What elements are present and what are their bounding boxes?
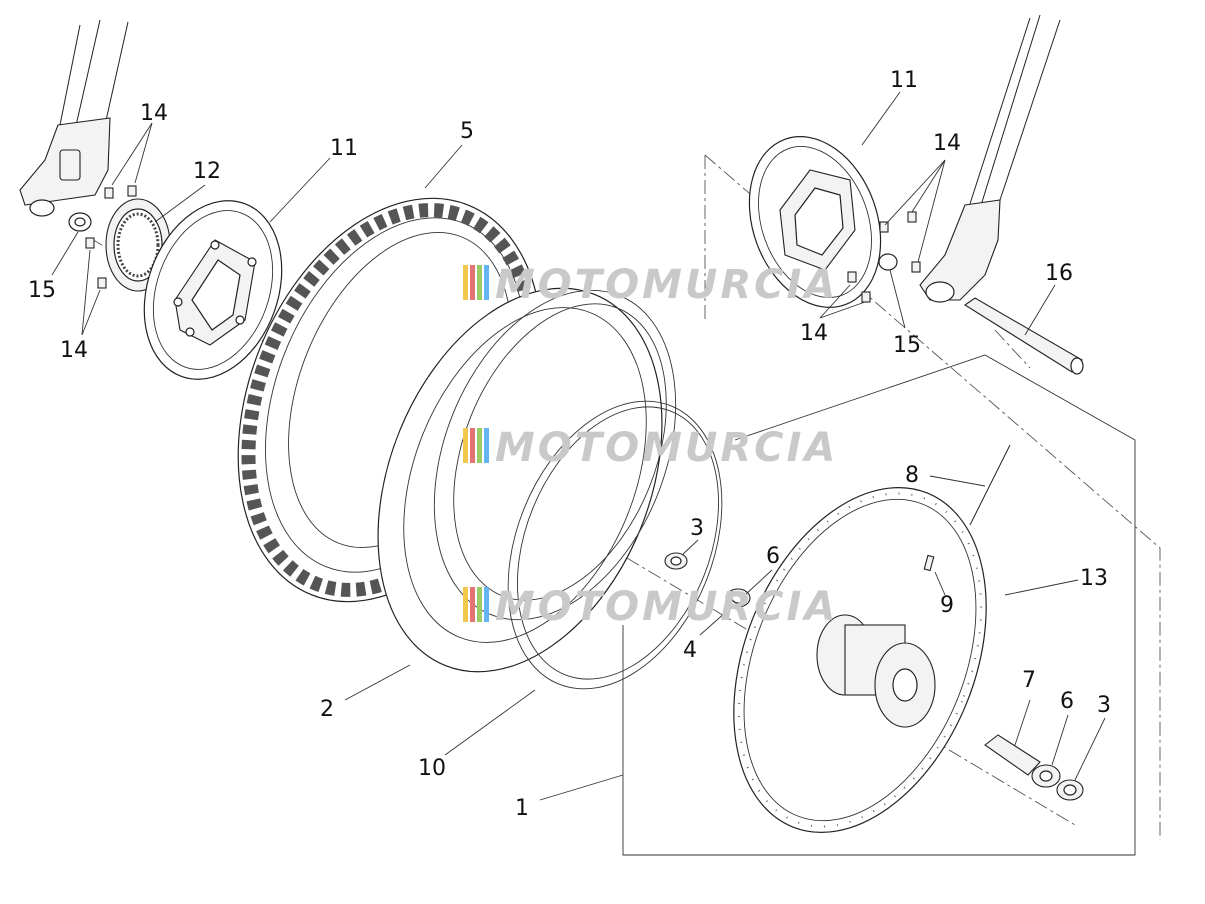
rim-strip	[507, 400, 723, 690]
right-fork-leg	[919, 14, 1061, 303]
inner-tube	[377, 287, 663, 673]
callout-6: 6	[766, 544, 780, 569]
callout-15: 15	[893, 333, 921, 358]
watermark-top: MOTOMURCIA	[463, 262, 838, 308]
callout-3: 3	[1097, 693, 1111, 718]
callout-8: 8	[905, 463, 919, 488]
callout-1: 1	[515, 796, 529, 821]
callout-11: 11	[330, 136, 358, 161]
callout-2: 2	[320, 697, 334, 722]
callout-5: 5	[460, 119, 474, 144]
callout-4: 4	[683, 638, 697, 663]
left-seal-bearing	[664, 552, 751, 608]
callout-13: 13	[1080, 566, 1108, 591]
callout-7: 7	[1022, 668, 1036, 693]
tyre-liner	[433, 289, 677, 621]
watermark-bottom: MOTOMURCIA	[463, 584, 838, 630]
callout-11: 11	[890, 68, 918, 93]
wheel-hub	[816, 614, 936, 728]
callout-14: 14	[800, 321, 828, 346]
callout-15: 15	[28, 278, 56, 303]
callout-12: 12	[193, 159, 221, 184]
front-axle	[964, 297, 1084, 375]
watermark-text: MOTOMURCIA	[495, 584, 838, 630]
right-spacer-bearing	[984, 734, 1084, 801]
callout-3: 3	[690, 516, 704, 541]
callout-6: 6	[1060, 689, 1074, 714]
leader-lines	[51, 91, 1106, 801]
left-brake-disc	[143, 200, 283, 380]
watermark-middle: MOTOMURCIA	[463, 425, 838, 471]
right-bolts	[847, 211, 921, 303]
left-bolts	[68, 185, 137, 289]
callout-14: 14	[140, 101, 168, 126]
right-brake-disc	[748, 136, 882, 308]
callout-16: 16	[1045, 261, 1073, 286]
assembly-bracket	[622, 354, 1136, 856]
callout-14: 14	[933, 131, 961, 156]
spoke	[923, 444, 1011, 572]
callout-14: 14	[60, 338, 88, 363]
left-fork-leg	[19, 19, 129, 217]
callout-labels: 14 12 11 5 15 14 11 14 14 15 16 8 3 6 9 …	[28, 68, 1111, 821]
callout-10: 10	[418, 756, 446, 781]
abs-tone-ring	[105, 198, 171, 292]
callout-9: 9	[940, 593, 954, 618]
watermark-text: MOTOMURCIA	[495, 425, 838, 471]
watermark-text: MOTOMURCIA	[495, 262, 838, 308]
